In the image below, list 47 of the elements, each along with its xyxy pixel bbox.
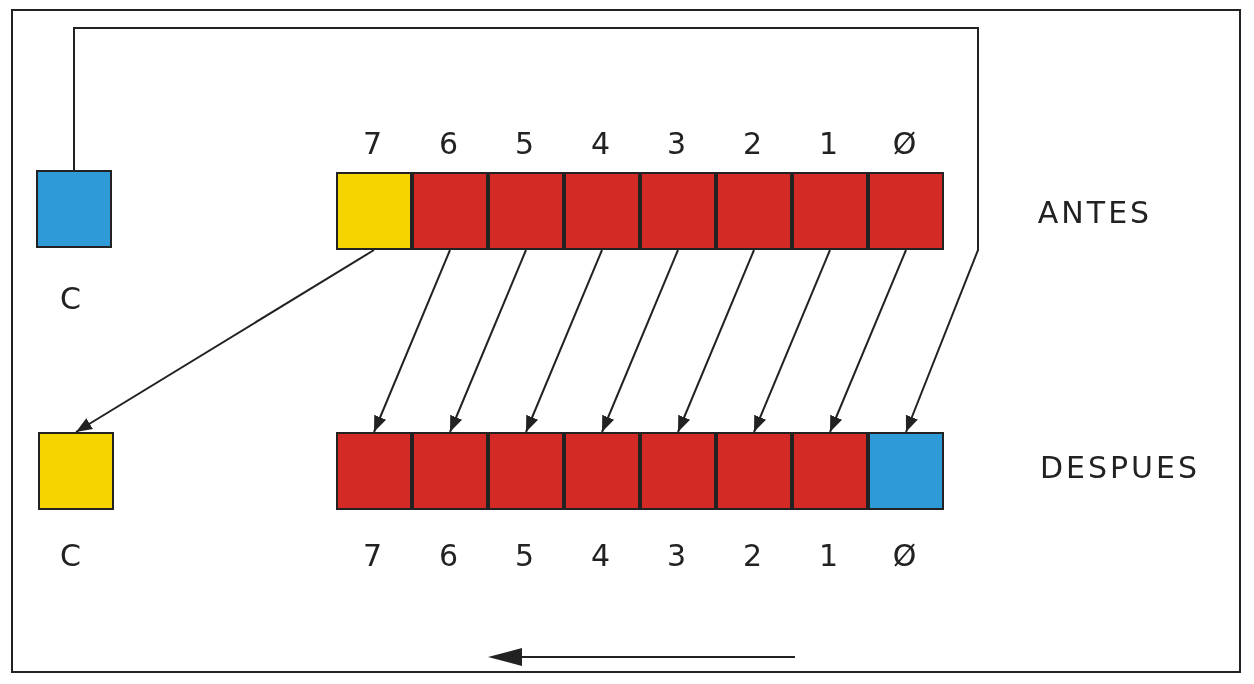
arrow [829,249,907,433]
arrow [753,249,831,433]
register-cell [564,172,640,250]
bit-number: 2 [742,537,766,573]
bit-number: Ø [892,125,920,161]
bit-number: Ø [892,537,920,573]
bit-number: 5 [514,537,538,573]
arrow [73,27,979,433]
row-label: ANTES [1037,194,1153,230]
bit-number: 7 [362,537,386,573]
register-cell [716,432,792,510]
carry-flag-box [38,432,114,510]
bit-number: 1 [818,125,842,161]
bit-number: 5 [514,125,538,161]
arrow [449,249,527,433]
arrow [525,249,603,433]
bit-number: 4 [590,125,614,161]
arrow [75,249,375,433]
register-cell [640,172,716,250]
register-cell [792,432,868,510]
register-cell [488,432,564,510]
register-cell [412,432,488,510]
carry-flag-box [36,170,112,248]
bit-number: 1 [818,537,842,573]
register-cell [336,432,412,510]
register-cell [564,432,640,510]
arrow [601,249,679,433]
register-cell [868,172,944,250]
bit-number: 7 [362,125,386,161]
bit-number: 6 [438,125,462,161]
bit-number: 2 [742,125,766,161]
bit-number: 3 [666,537,690,573]
register-cell [716,172,792,250]
register-cell [488,172,564,250]
bit-number: 4 [590,537,614,573]
register-cell [868,432,944,510]
register-cell [336,172,412,250]
arrow [373,249,451,433]
carry-label: C [60,537,84,573]
bit-number: 6 [438,537,462,573]
register-cell [640,432,716,510]
carry-label: C [60,280,84,316]
arrow [677,249,755,433]
bit-number: 3 [666,125,690,161]
register-cell [792,172,868,250]
register-cell [412,172,488,250]
row-label: DESPUES [1039,449,1201,485]
